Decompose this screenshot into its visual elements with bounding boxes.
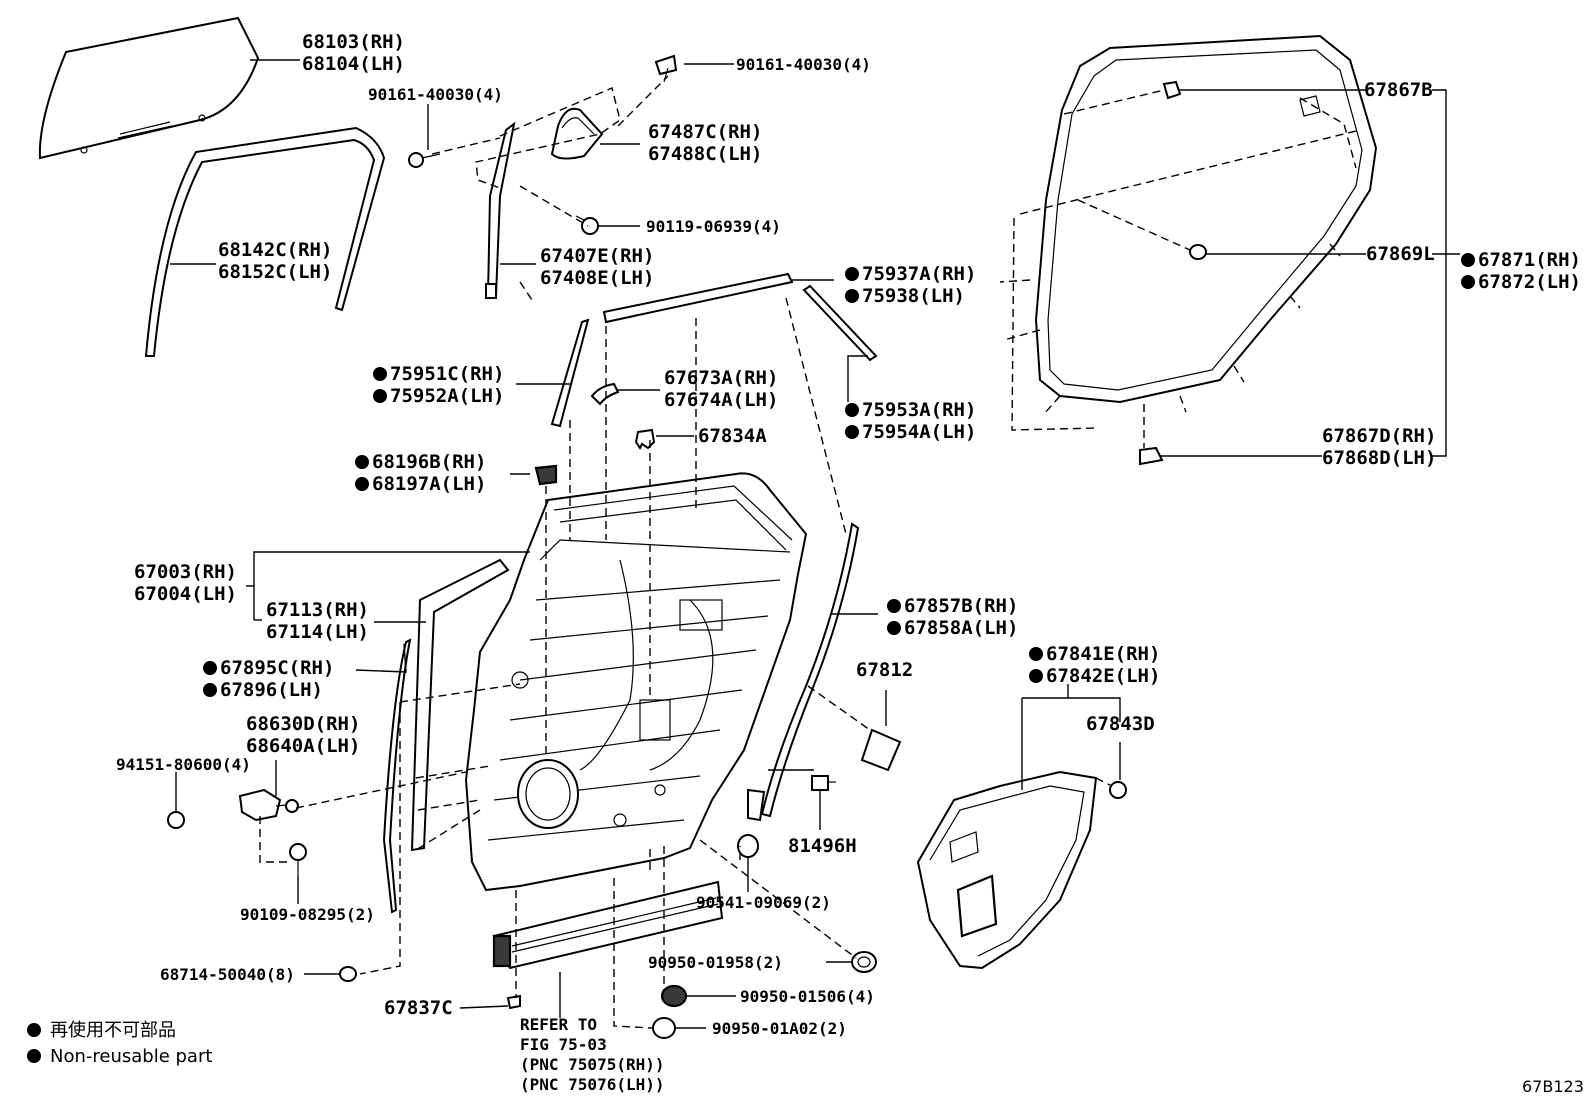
legend: 再使用不可部品 Non-reusable part bbox=[50, 1020, 212, 1067]
door-check-part bbox=[238, 788, 299, 822]
label-67674: 67674A(LH) bbox=[664, 389, 778, 411]
label-75937: 75937A(RH) bbox=[862, 263, 976, 285]
label-68152: 68152C(LH) bbox=[218, 261, 332, 283]
clip-67869l bbox=[1189, 244, 1207, 260]
label-67408: 67408E(LH) bbox=[540, 267, 654, 289]
label-75954: 75954A(LH) bbox=[862, 421, 976, 443]
legend-en: Non-reusable part bbox=[50, 1046, 212, 1067]
clip-67834 bbox=[634, 428, 656, 450]
light-socket-81496 bbox=[811, 775, 836, 791]
bolt-90109 bbox=[289, 843, 307, 876]
label-67487: 67487C(RH) bbox=[648, 121, 762, 143]
label-90109: 90109-08295(2) bbox=[240, 905, 375, 924]
nut-67843 bbox=[1109, 781, 1127, 799]
label-67868d: 67868D(LH) bbox=[1322, 447, 1436, 469]
stopper-68196 bbox=[534, 464, 558, 486]
pad-67812 bbox=[860, 728, 902, 772]
label-68714: 68714-50040(8) bbox=[160, 965, 295, 984]
door-seal-67857 bbox=[747, 522, 860, 822]
label-90950-01A02: 90950-01A02(2) bbox=[712, 1019, 847, 1038]
cushion-90541 bbox=[737, 834, 759, 858]
label-67858: 67858A(LH) bbox=[904, 617, 1018, 639]
label-67673: 67673A(RH) bbox=[664, 367, 778, 389]
label-94151: 94151-80600(4) bbox=[116, 755, 251, 774]
lower-moulding-part bbox=[492, 880, 724, 970]
leader-lines bbox=[170, 59, 1460, 1029]
nut-94151 bbox=[167, 811, 185, 829]
clip-67867b bbox=[1162, 80, 1182, 100]
label-68197: 68197A(LH) bbox=[372, 473, 486, 495]
label-67834: 67834A bbox=[698, 425, 767, 447]
label-75953: 75953A(RH) bbox=[862, 399, 976, 421]
label-67895: 67895C(RH) bbox=[220, 657, 334, 679]
door-glass-part bbox=[38, 16, 260, 160]
label-67872: 67872(LH) bbox=[1478, 271, 1581, 293]
label-67867b: 67867B bbox=[1364, 79, 1433, 101]
label-67113: 67113(RH) bbox=[266, 599, 369, 621]
label-67837: 67837C bbox=[384, 997, 453, 1019]
glass-run-part bbox=[144, 126, 386, 357]
label-67114: 67114(LH) bbox=[266, 621, 369, 643]
division-bar-part bbox=[485, 121, 516, 299]
plug-90950-01A02 bbox=[652, 1017, 676, 1039]
label-67871: 67871(RH) bbox=[1478, 249, 1581, 271]
label-90161-left: 90161-40030(4) bbox=[368, 85, 503, 104]
label-75938: 75938(LH) bbox=[862, 285, 965, 307]
cover-67673 bbox=[590, 382, 620, 406]
label-68104: 68104(LH) bbox=[302, 53, 405, 75]
quarter-glass-part bbox=[550, 107, 604, 160]
label-68142: 68142C(RH) bbox=[218, 239, 332, 261]
label-90950-01958: 90950-01958(2) bbox=[648, 953, 783, 972]
part-labels: 68103(RH) 68104(LH) 90161-40030(4) 90161… bbox=[116, 31, 1581, 1094]
label-81496: 81496H bbox=[788, 835, 857, 857]
label-67841: 67841E(RH) bbox=[1046, 643, 1160, 665]
label-67896: 67896(LH) bbox=[220, 679, 323, 701]
label-68630: 68630D(RH) bbox=[246, 713, 360, 735]
label-68640: 68640A(LH) bbox=[246, 735, 360, 757]
clip-68714 bbox=[339, 966, 357, 982]
label-67004: 67004(LH) bbox=[134, 583, 237, 605]
label-68103: 68103(RH) bbox=[302, 31, 405, 53]
dashed-guides bbox=[259, 75, 1361, 1029]
label-67842: 67842E(LH) bbox=[1046, 665, 1160, 687]
label-90119: 90119-06939(4) bbox=[646, 217, 781, 236]
label-67869: 67869L bbox=[1366, 243, 1435, 265]
label-75951: 75951C(RH) bbox=[390, 363, 504, 385]
label-68196: 68196B(RH) bbox=[372, 451, 486, 473]
screw-90161-left bbox=[408, 152, 441, 168]
label-67488: 67488C(LH) bbox=[648, 143, 762, 165]
refer-line-3: (PNC 75075(RH)) bbox=[520, 1055, 665, 1074]
label-90950-01506: 90950-01506(4) bbox=[740, 987, 875, 1006]
frame-garnish-rear bbox=[802, 284, 878, 362]
outer-panel-67113 bbox=[410, 558, 510, 852]
door-weatherstrip bbox=[1034, 34, 1378, 404]
label-67812: 67812 bbox=[856, 659, 913, 681]
screw-90161-top bbox=[654, 54, 678, 83]
label-67407: 67407E(RH) bbox=[540, 245, 654, 267]
clip-67837 bbox=[506, 994, 521, 1010]
rear-door-panel bbox=[464, 472, 808, 892]
refer-line-2: FIG 75-03 bbox=[520, 1035, 607, 1054]
label-67867d: 67867D(RH) bbox=[1322, 425, 1436, 447]
clip-67867d bbox=[1139, 446, 1164, 466]
weatherstrip-67895 bbox=[382, 638, 412, 914]
plug-90950-01506 bbox=[660, 984, 688, 1008]
frame-garnish-front bbox=[550, 318, 590, 428]
label-90541: 90541-09069(2) bbox=[696, 893, 831, 912]
label-67843: 67843D bbox=[1086, 713, 1155, 735]
plug-90950-01958 bbox=[851, 951, 877, 973]
bolt-90119 bbox=[575, 215, 599, 235]
label-90161-top: 90161-40030(4) bbox=[736, 55, 871, 74]
service-hole-cover bbox=[916, 770, 1098, 970]
figure-code: 67B123 bbox=[1522, 1077, 1584, 1096]
belt-moulding-part bbox=[602, 272, 794, 324]
non-reusable-markers bbox=[27, 253, 1475, 1063]
label-75952: 75952A(LH) bbox=[390, 385, 504, 407]
label-67003: 67003(RH) bbox=[134, 561, 237, 583]
label-67857: 67857B(RH) bbox=[904, 595, 1018, 617]
refer-line-4: (PNC 75076(LH)) bbox=[520, 1075, 665, 1094]
legend-jp: 再使用不可部品 bbox=[50, 1020, 176, 1041]
refer-line-1: REFER TO bbox=[520, 1015, 597, 1034]
